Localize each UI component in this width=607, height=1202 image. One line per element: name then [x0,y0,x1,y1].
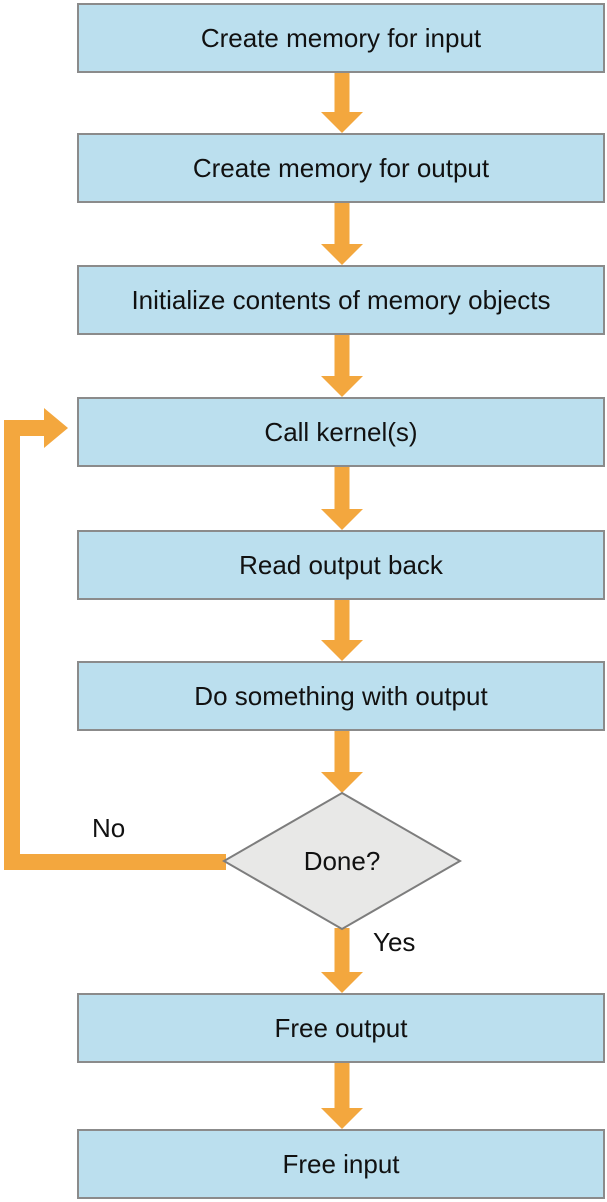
node-done-decision: Done? [222,791,462,931]
node-label: Read output back [239,550,443,580]
node-label: Done? [303,845,381,876]
node-create-memory-output: Create memory for output [77,133,605,203]
node-read-output-back: Read output back [77,530,605,600]
node-create-memory-input: Create memory for input [77,3,605,73]
down-arrow-3-icon [321,335,363,397]
node-label: Free output [274,1013,408,1043]
node-label: Do something with output [194,681,488,711]
no-loop-top-segment [4,420,44,436]
node-call-kernels: Call kernel(s) [77,397,605,467]
down-arrow-yes-icon [321,928,363,993]
down-arrow-6-icon [321,731,363,793]
node-free-input: Free input [77,1129,605,1199]
node-label: Initialize contents of memory objects [131,285,551,315]
node-free-output: Free output [77,993,605,1063]
no-loop-bottom-segment [4,854,226,870]
node-do-something-output: Do something with output [77,661,605,731]
node-initialize-memory: Initialize contents of memory objects [77,265,605,335]
down-arrow-7-icon [321,1063,363,1129]
diamond-shape-icon [222,791,462,931]
edge-label-yes: Yes [373,927,416,957]
down-arrow-5-icon [321,600,363,661]
node-label: Call kernel(s) [264,417,418,447]
no-loop-vertical-segment [4,420,20,870]
down-arrow-1-icon [321,73,363,133]
down-arrow-2-icon [321,203,363,265]
node-label: Create memory for input [200,23,482,53]
node-label: Free input [282,1149,400,1179]
node-label: Create memory for output [192,153,490,183]
down-arrow-4-icon [321,467,363,530]
no-loop-right-arrowhead-icon [44,408,68,448]
edge-label-no: No [92,813,126,843]
